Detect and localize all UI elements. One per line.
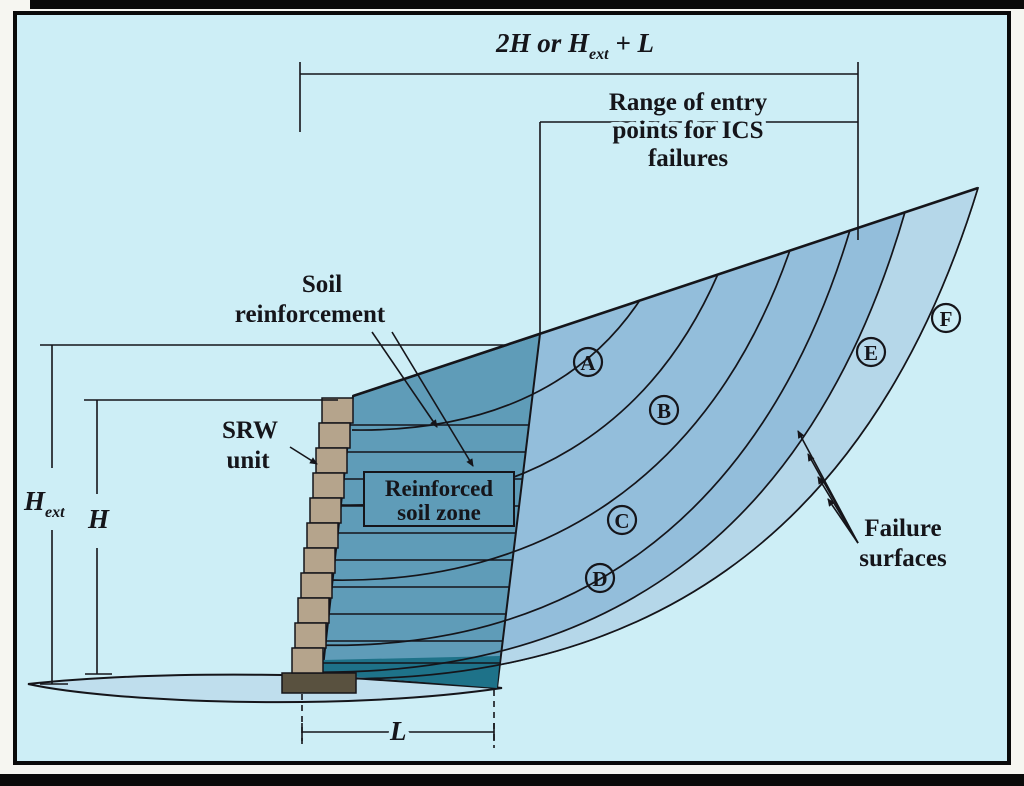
- marker-b: B: [648, 394, 680, 426]
- reinforced-zone-line2: soil zone: [397, 500, 481, 525]
- marker-a-letter: A: [580, 351, 596, 375]
- marker-b-letter: B: [657, 399, 671, 423]
- failure-surface-markers: A B C D E F: [572, 302, 962, 594]
- top-dimension-label: 2H or Hext + L: [495, 28, 654, 63]
- marker-c: C: [606, 504, 638, 536]
- slope-face-line: [352, 186, 979, 398]
- top-dimension-sub: ext: [589, 46, 609, 63]
- srw-block: [315, 447, 348, 474]
- marker-d: D: [584, 562, 616, 594]
- failure-surface-e: [304, 211, 906, 673]
- marker-a-circle: [572, 346, 604, 378]
- marker-c-circle: [606, 504, 638, 536]
- srw-wall: [291, 397, 354, 674]
- failure-surfaces-leader-4: [827, 498, 859, 544]
- marker-e-letter: E: [864, 341, 878, 365]
- soil-reinforcement-line2: reinforcement: [235, 301, 386, 328]
- failure-surfaces-label: Failure surfaces: [855, 511, 952, 577]
- srw-block: [318, 422, 351, 449]
- srw-block: [300, 572, 333, 599]
- srw-block: [321, 397, 354, 424]
- outer-failure-band: [303, 188, 978, 679]
- failure-surfaces-line1: Failure: [864, 515, 941, 542]
- srw-block: [303, 547, 336, 574]
- reinforced-zone-label: Reinforced soil zone: [385, 476, 493, 525]
- range-label-line1: Range of entry: [609, 89, 768, 116]
- srw-block: [312, 472, 345, 499]
- top-dimension-main: 2H or H: [495, 28, 590, 58]
- marker-c-letter: C: [614, 509, 629, 533]
- srw-block: [309, 497, 342, 524]
- srw-unit-line1: SRW: [222, 417, 278, 444]
- h-ext-main: H: [23, 486, 46, 516]
- marker-a: A: [572, 346, 604, 378]
- failure-surface-c: [327, 249, 791, 581]
- soil-reinforcement-line1: Soil: [302, 271, 342, 298]
- srw-block: [306, 522, 339, 549]
- leveling-pad: [281, 672, 357, 694]
- marker-f-letter: F: [940, 307, 953, 331]
- range-label: Range of entry points for ICS failures: [604, 85, 772, 177]
- srw-block: [291, 647, 324, 674]
- marker-b-circle: [648, 394, 680, 426]
- srw-block: [294, 622, 327, 649]
- top-scan-bar: [30, 0, 1024, 9]
- l-label: L: [389, 716, 407, 746]
- marker-f: F: [930, 302, 962, 334]
- failure-surface-d: [314, 229, 851, 647]
- bottom-scan-bar: [0, 774, 1024, 786]
- foundation-lens: [27, 673, 503, 704]
- leader-arrows: [289, 331, 859, 544]
- reinforced-zone-line1: Reinforced: [385, 476, 493, 501]
- marker-d-letter: D: [592, 567, 607, 591]
- h-ext-sub: ext: [45, 504, 65, 521]
- failure-surface-a: [351, 299, 641, 431]
- marker-e: E: [855, 336, 887, 368]
- reinforced-zone-label-box: [363, 471, 515, 527]
- soil-reinforcement-label: Soil reinforcement: [230, 267, 390, 333]
- failure-surfaces-line2: surfaces: [859, 545, 947, 572]
- toe-wedge: [322, 656, 500, 688]
- srw-unit-label: SRW unit: [217, 413, 282, 479]
- range-label-line2: points for ICS: [613, 117, 764, 144]
- srw-unit-leader: [289, 446, 318, 465]
- soil-reinforcement-leader-1: [371, 331, 438, 428]
- marker-e-circle: [855, 336, 887, 368]
- srw-unit-line2: unit: [226, 447, 270, 474]
- dimension-lines: [40, 62, 859, 748]
- failure-surface-f: [302, 187, 979, 680]
- top-dimension-tail: + L: [609, 28, 654, 58]
- range-label-line3: failures: [648, 145, 728, 172]
- marker-d-circle: [584, 562, 616, 594]
- srw-block: [297, 597, 330, 624]
- marker-f-circle: [930, 302, 962, 334]
- soil-reinforcement-leader-2: [391, 331, 474, 467]
- h-label: H: [87, 504, 110, 534]
